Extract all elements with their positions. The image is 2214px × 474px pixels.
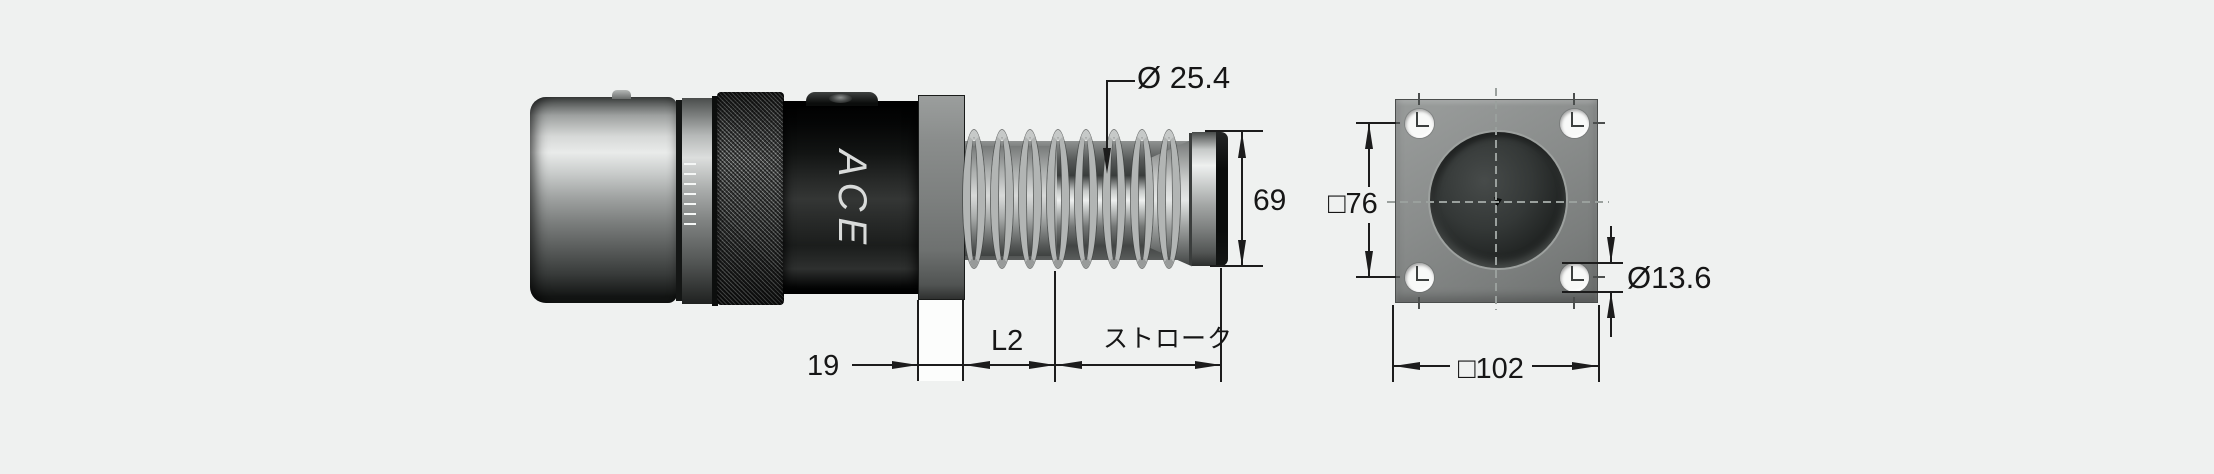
dim-102-arrow-left — [1394, 362, 1420, 370]
hole-tick — [1418, 297, 1420, 309]
dim-76-ext-bottom — [1356, 276, 1396, 278]
spring-coil — [1075, 130, 1097, 268]
bolt-hole-bottom-left — [1405, 263, 1434, 292]
dim-outer-diameter-arrow — [1103, 148, 1111, 174]
dim-69-topline — [1205, 130, 1263, 132]
dim-l2-arrow-right — [1029, 361, 1055, 369]
ext-line-stroke-right — [1220, 268, 1222, 382]
dim-outer-diameter-leader-v — [1106, 80, 1108, 150]
rear-cap-nub — [612, 90, 631, 99]
bolt-hole-mark — [1416, 112, 1429, 127]
dim-outer-diameter-leader-h — [1106, 80, 1135, 82]
dim-hole-diameter-label: Ø13.6 — [1627, 260, 1712, 295]
bolt-hole-mark — [1571, 112, 1584, 127]
spring-coil — [1158, 130, 1180, 268]
spring-coil — [1047, 130, 1069, 268]
dim-76-arrow-down — [1365, 251, 1373, 277]
bolt-hole-mark — [1416, 266, 1429, 281]
dim-flange-size-label: □102 — [1450, 353, 1532, 387]
dim-stroke-label: ストローク — [1103, 325, 1234, 353]
dim-69-arrow-down — [1238, 240, 1246, 266]
dim-136-tangent-top — [1562, 262, 1623, 264]
spring-coil — [1019, 130, 1041, 268]
ext-line-l2-right — [1054, 271, 1056, 382]
ring-gap-right — [712, 96, 718, 306]
dim-136-arrow-up — [1607, 292, 1615, 318]
dim-flange-thickness-label: 19 — [807, 350, 840, 382]
ring-gap-left — [676, 100, 683, 301]
spring-coil — [1131, 130, 1153, 268]
bolt-hole-bottom-right — [1560, 263, 1589, 292]
dim-102-arrow-right — [1572, 362, 1598, 370]
rod-end-seam — [1189, 133, 1192, 265]
dim-stroke-arrow-right — [1195, 361, 1221, 369]
rod-end-face — [1216, 132, 1228, 266]
flange-extension-panel — [919, 300, 963, 381]
dim-102-ext-left — [1392, 305, 1394, 382]
dim-cap-height-label: 69 — [1253, 184, 1287, 217]
dim-76-arrow-up — [1365, 123, 1373, 149]
centerline-horizontal — [1387, 201, 1609, 203]
body-top-dimple — [829, 94, 852, 103]
dim-76-ext-top — [1356, 122, 1396, 124]
dim-19-arrow — [892, 361, 918, 369]
main-body — [783, 101, 919, 294]
bolt-hole-top-left — [1405, 109, 1434, 138]
hole-tick — [1418, 93, 1420, 105]
dim-69-arrow-up — [1238, 132, 1246, 158]
dim-102-ext-right — [1598, 305, 1600, 382]
rear-cap — [530, 97, 677, 303]
bolt-hole-top-right — [1560, 109, 1589, 138]
dim-136-tangent-bottom — [1562, 291, 1623, 293]
dim-69-bottomline — [1210, 265, 1263, 267]
dim-bolt-spacing-label: □76 — [1326, 187, 1380, 223]
dim-l2-label: L2 — [991, 325, 1024, 357]
spring-coil — [1103, 130, 1125, 268]
hole-tick — [1593, 276, 1605, 278]
dim-outer-diameter-label: Ø 25.4 — [1137, 60, 1231, 95]
bolt-hole-mark — [1571, 266, 1584, 281]
dim-69-line — [1241, 132, 1243, 266]
dim-136-arrow-down — [1607, 237, 1615, 263]
rod-end-band — [1192, 132, 1218, 266]
knurled-ring — [717, 92, 784, 305]
dim-stroke-arrow-left — [1056, 361, 1082, 369]
dim-19-l2-shared-arrow — [964, 361, 990, 369]
spring-coil — [963, 130, 985, 268]
ext-line-flange-left — [917, 300, 919, 381]
hole-tick — [1573, 93, 1575, 105]
centerline-vertical — [1495, 88, 1497, 310]
ext-line-flange-right — [962, 300, 964, 381]
adjuster-scale-ticks — [684, 163, 696, 233]
hole-tick — [1593, 122, 1605, 124]
hole-tick — [1573, 297, 1575, 309]
spring-coil — [991, 130, 1013, 268]
